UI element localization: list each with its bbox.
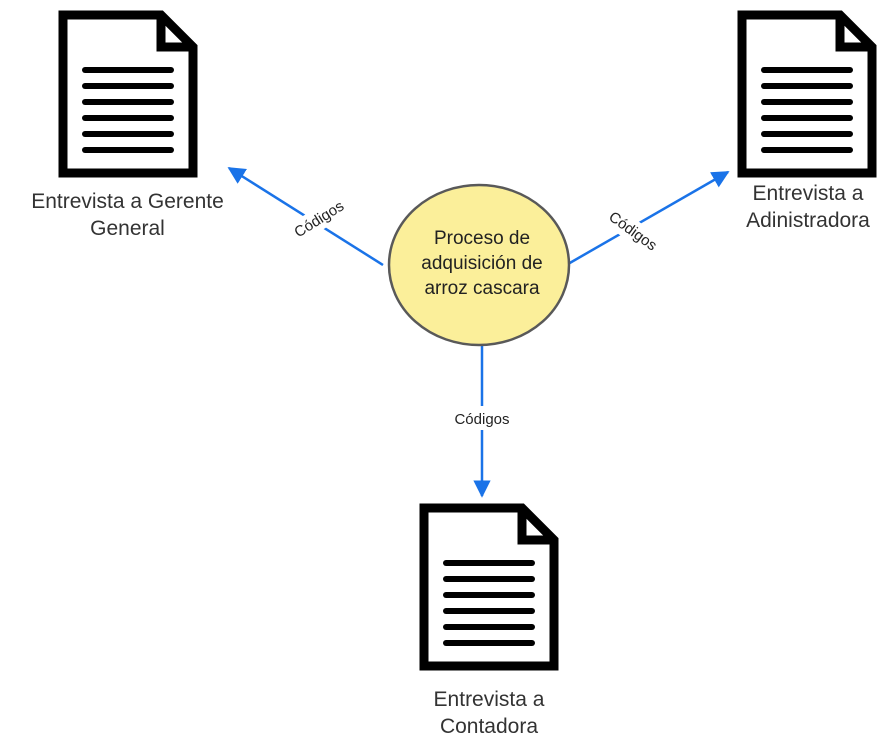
edge-to-administradora [567,170,730,266]
doc-label-line: General [90,217,165,240]
doc-label-administradora: Entrevista a Adinistradora [720,180,896,234]
center-node-line: arroz cascara [424,278,540,299]
document-icon [63,15,193,173]
document-icon [424,508,554,666]
doc-label-line: Entrevista a Gerente [31,190,224,213]
center-node [387,183,571,347]
center-node-line: Proceso de [433,228,531,249]
doc-label-line: Entrevista a [752,182,864,205]
center-node-label: Proceso de adquisición de arroz cascara [391,226,573,301]
document-icon [742,15,872,173]
doc-label-line: Contadora [439,715,539,738]
doc-label-line: Entrevista a [433,688,545,711]
doc-label-contadora: Entrevista a Contadora [394,686,584,740]
edge-label-contadora: Códigos [454,411,509,428]
doc-label-line: Adinistradora [746,209,870,232]
center-node-line: adquisición de [421,253,543,274]
doc-label-gerente: Entrevista a Gerente General [0,188,255,242]
